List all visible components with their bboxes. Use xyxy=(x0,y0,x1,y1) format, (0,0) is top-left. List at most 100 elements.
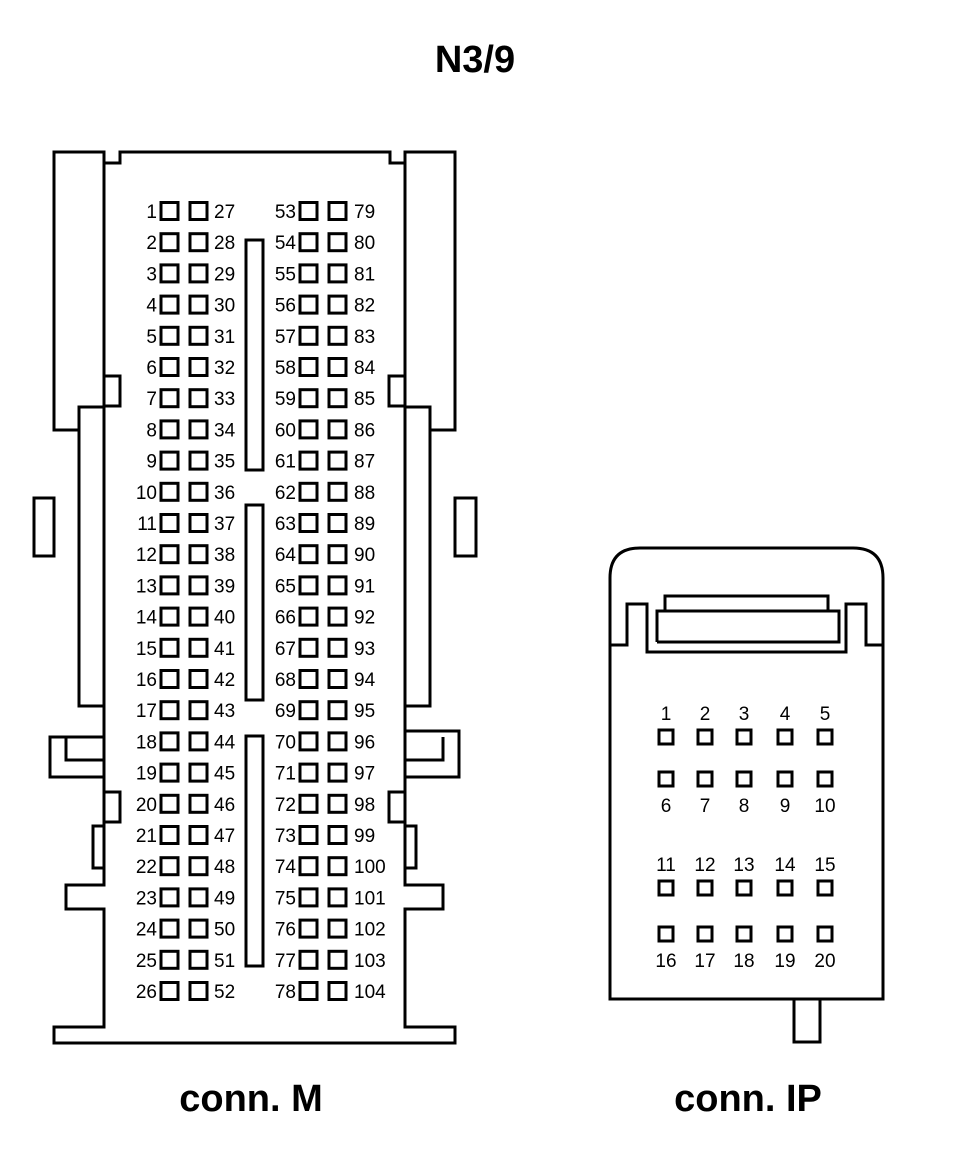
conn-ip-pin-label-18: 18 xyxy=(733,951,754,972)
conn-ip-pin-10 xyxy=(816,770,834,788)
conn-m-pin-label-99: 99 xyxy=(354,826,375,847)
conn-m-pin-32 xyxy=(188,357,209,377)
conn-m-pin-label-17: 17 xyxy=(136,701,157,722)
conn-ip-body xyxy=(608,546,885,1044)
conn-m-pin-56 xyxy=(298,294,319,315)
conn-ip-pin-label-5: 5 xyxy=(820,704,831,725)
conn-m-pin-15 xyxy=(159,637,180,658)
conn-m-pin-label-27: 27 xyxy=(214,202,235,223)
conn-m-pin-label-57: 57 xyxy=(275,327,296,348)
conn-m-pin-label-34: 34 xyxy=(214,420,236,441)
conn-m-pin-label-69: 69 xyxy=(275,701,296,722)
conn-m-pin-label-24: 24 xyxy=(136,920,158,941)
conn-m-pin-14 xyxy=(159,606,180,627)
conn-m-pin-80 xyxy=(327,232,348,253)
conn-m-pin-label-70: 70 xyxy=(275,732,296,753)
conn-m-pin-11 xyxy=(159,513,180,533)
conn-ip-pin-label-12: 12 xyxy=(694,855,715,876)
conn-m-pin-97 xyxy=(327,762,348,783)
conn-m-pin-12 xyxy=(159,544,180,565)
conn-ip-pin-20 xyxy=(816,925,834,943)
conn-m-pin-label-2: 2 xyxy=(146,233,157,254)
conn-m-pin-4 xyxy=(159,294,180,315)
conn-m-label: conn. M xyxy=(179,1078,323,1120)
conn-m-pin-label-55: 55 xyxy=(275,264,296,285)
conn-ip-pin-label-11: 11 xyxy=(656,855,676,876)
conn-m-pin-label-66: 66 xyxy=(275,608,296,629)
conn-m-pin-44 xyxy=(188,731,209,752)
conn-m-pin-16 xyxy=(159,669,180,689)
conn-m-pin-94 xyxy=(327,669,348,689)
conn-m-pin-87 xyxy=(327,450,348,471)
conn-m-pin-71 xyxy=(298,762,319,783)
conn-m-tab-left-2 xyxy=(102,790,122,824)
conn-m-pin-69 xyxy=(298,700,319,721)
conn-m-pin-label-50: 50 xyxy=(214,920,235,941)
conn-m-pin-label-75: 75 xyxy=(275,888,296,909)
conn-m-pins: 1234567891011121314151617181920212223242… xyxy=(136,201,386,1003)
conn-m-pin-label-84: 84 xyxy=(354,358,376,379)
conn-m-pin-92 xyxy=(327,606,348,627)
conn-m-pin-label-76: 76 xyxy=(275,920,296,941)
conn-m-pin-76 xyxy=(298,918,319,939)
conn-m-pin-52 xyxy=(188,981,209,1001)
conn-m-pin-label-64: 64 xyxy=(275,545,297,566)
conn-ip-pin-7 xyxy=(696,770,714,788)
conn-m-pin-55 xyxy=(298,263,319,284)
conn-ip-pin-8 xyxy=(735,770,753,788)
conn-m-pin-label-82: 82 xyxy=(354,296,375,317)
conn-m-pin-label-37: 37 xyxy=(214,514,235,535)
conn-m-pin-39 xyxy=(188,575,209,596)
conn-m-pin-label-38: 38 xyxy=(214,545,235,566)
conn-m-pin-label-42: 42 xyxy=(214,670,235,691)
conn-m-rib-2 xyxy=(244,503,265,702)
conn-m-pin-label-40: 40 xyxy=(214,608,235,629)
conn-ip-pin-label-7: 7 xyxy=(700,796,711,817)
conn-m-pin-label-13: 13 xyxy=(136,576,157,597)
conn-m-pin-label-39: 39 xyxy=(214,576,235,597)
conn-m-pin-42 xyxy=(188,669,209,689)
conn-m-pin-77 xyxy=(298,949,319,970)
conn-ip-label: conn. IP xyxy=(674,1078,822,1120)
conn-m-pin-40 xyxy=(188,606,209,627)
conn-m-pin-64 xyxy=(298,544,319,565)
conn-m-pin-27 xyxy=(188,201,209,221)
conn-m-pin-95 xyxy=(327,700,348,721)
conn-m-pin-label-60: 60 xyxy=(275,420,296,441)
conn-m-pin-label-31: 31 xyxy=(214,327,235,348)
conn-m-pin-41 xyxy=(188,637,209,658)
conn-m-pin-51 xyxy=(188,949,209,970)
conn-ip-pin-label-17: 17 xyxy=(694,951,715,972)
conn-m-pin-label-43: 43 xyxy=(214,701,235,722)
conn-ip-pin-6 xyxy=(657,770,675,788)
conn-m-pin-5 xyxy=(159,325,180,346)
conn-m-pin-label-1: 1 xyxy=(146,202,157,223)
conn-m-pin-102 xyxy=(327,918,348,939)
conn-ip-pin-label-20: 20 xyxy=(814,951,835,972)
conn-m-pin-label-74: 74 xyxy=(275,857,297,878)
conn-m-inner-wall xyxy=(64,163,445,885)
conn-ip-lock-bar xyxy=(663,594,830,613)
conn-m-pin-label-78: 78 xyxy=(275,982,296,1003)
conn-m-pin-98 xyxy=(327,793,348,814)
conn-m-pin-88 xyxy=(327,481,348,502)
conn-m-pin-label-8: 8 xyxy=(146,420,157,441)
conn-ip-key-inner xyxy=(655,609,841,644)
conn-m-pin-74 xyxy=(298,856,319,877)
conn-m-pin-81 xyxy=(327,263,348,284)
conn-m-pin-79 xyxy=(327,201,348,221)
conn-m-pin-label-28: 28 xyxy=(214,233,235,254)
conn-m-pin-label-20: 20 xyxy=(136,795,157,816)
conn-m-pin-label-79: 79 xyxy=(354,202,375,223)
conn-m-pin-label-90: 90 xyxy=(354,545,375,566)
conn-m-pin-93 xyxy=(327,637,348,658)
conn-m-pin-label-18: 18 xyxy=(136,732,157,753)
conn-m-pin-83 xyxy=(327,325,348,346)
conn-m-pin-label-15: 15 xyxy=(136,639,157,660)
conn-m-pin-73 xyxy=(298,825,319,845)
conn-m-pin-1 xyxy=(159,201,180,221)
conn-ip-pin-2 xyxy=(696,728,714,746)
conn-m-pin-label-103: 103 xyxy=(354,951,386,972)
conn-m-pin-17 xyxy=(159,700,180,721)
conn-ip-pin-label-3: 3 xyxy=(739,704,750,725)
